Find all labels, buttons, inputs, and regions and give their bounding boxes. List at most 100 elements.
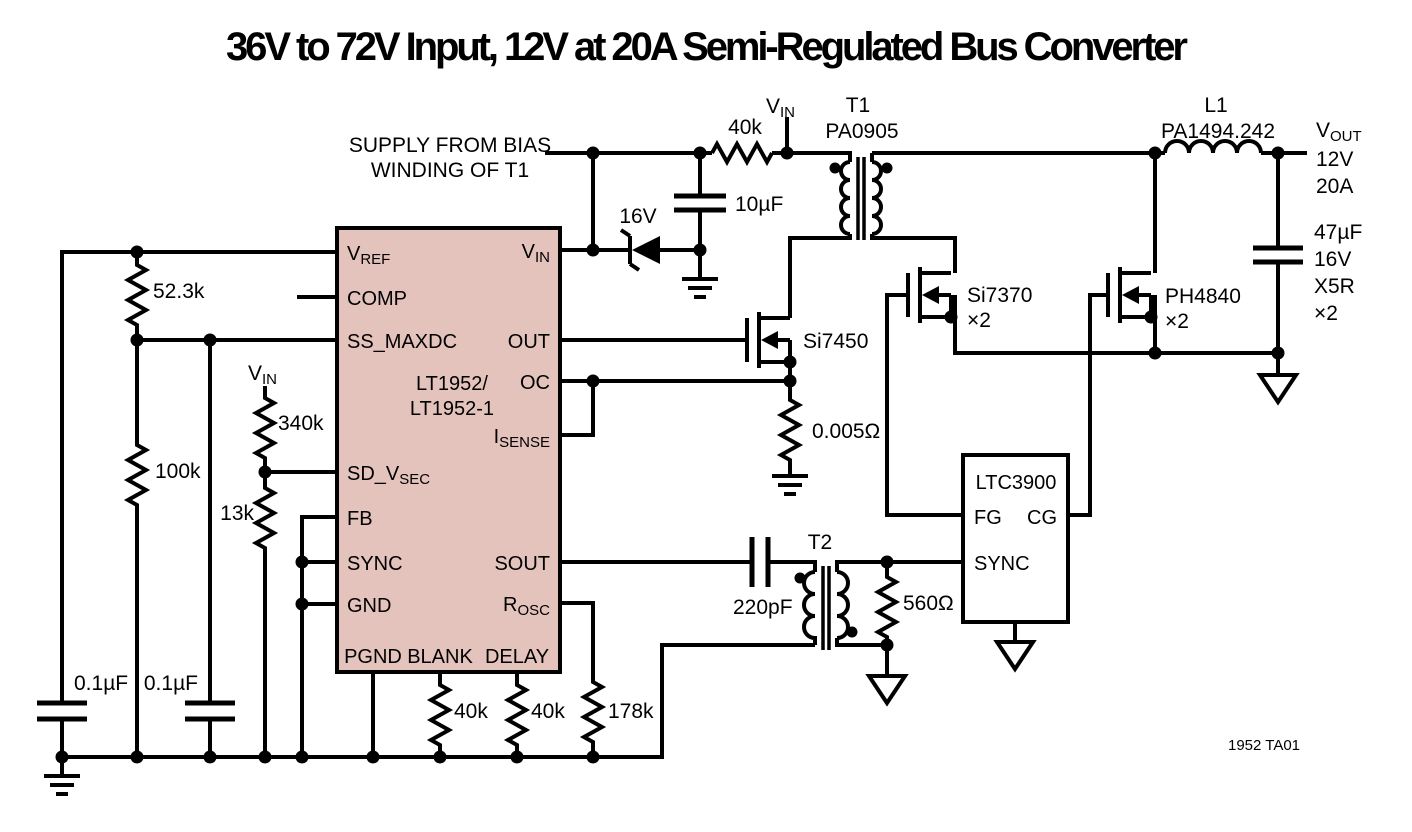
ground-triangle-icon: [867, 674, 907, 705]
vout-main: V: [1316, 119, 1330, 142]
bias-supply-note: SUPPLY FROM BIAS WINDING OF T1: [349, 134, 551, 182]
vout-labels: VOUT 12V 20A: [1316, 119, 1362, 198]
t1-primary-phase-dot: [829, 162, 841, 174]
sync-transformer-t2: 220pF T2 560Ω: [560, 531, 954, 705]
forward-rectifier-si7370: Si7370 ×2: [906, 265, 1278, 355]
resistor-0005-sense: [776, 362, 804, 474]
capacitor-10uf-icon: [674, 193, 726, 213]
capacitor-01uf-vref-label: 0.1µF: [74, 672, 128, 695]
resistor-52k3-label: 52.3k: [153, 280, 205, 303]
vout-sub: OUT: [1330, 128, 1362, 145]
ic-body: [335, 226, 562, 674]
mosfet-si7450-icon: [745, 310, 799, 371]
page-title: 36V to 72V Input, 12V at 20A Semi-Regula…: [226, 25, 1188, 69]
ground-earth-icon: [680, 277, 720, 299]
ic-part-line1: LT1952/: [416, 373, 488, 395]
mosfet-ph4840-label: PH4840: [1165, 285, 1241, 308]
wire-sout: [560, 560, 817, 572]
pin-sd-main: SD_V: [347, 463, 400, 485]
pin-out-label: OUT: [508, 331, 550, 353]
wire-fg-gate: [885, 293, 963, 517]
l1-part-label: PA1494.242: [1161, 120, 1275, 143]
zener-16v: 16V: [560, 205, 700, 272]
t1-part-label: PA0905: [825, 120, 898, 143]
pin-isense-sub: SENSE: [499, 434, 550, 451]
t1-ref-label: T1: [846, 94, 871, 117]
resistor-560: [873, 562, 901, 676]
wire-t1-primary-bottom: [788, 234, 852, 318]
main-ic-lt1952: VREF COMP SS_MAXDC SD_VSEC FB SYNC GND V…: [335, 226, 562, 674]
pin-gnd-label: GND: [347, 595, 391, 617]
resistor-40k-bias-label: 40k: [728, 116, 762, 139]
mosfet-si7450-label: Si7450: [803, 330, 868, 353]
catch-rectifier-ph4840: PH4840 ×2: [1106, 153, 1241, 353]
wire-cg-gate: [1068, 293, 1108, 517]
ic-part-line2: LT1952-1: [410, 398, 494, 420]
bias-note-line1: SUPPLY FROM BIAS: [349, 134, 551, 157]
pin-rosc-sub: OSC: [517, 602, 550, 619]
resistor-40k-blank-label: 40k: [454, 700, 488, 723]
pin-rosc-label: ROSC: [503, 594, 550, 619]
resistor-40k-blank: [426, 672, 454, 757]
zener-anode-icon: [632, 236, 660, 264]
wire-t2-secondary: [835, 560, 887, 647]
pin-sd-vsec-label: SD_VSEC: [347, 463, 430, 488]
cout-value-label: 47µF: [1314, 221, 1362, 244]
vin-left-main: V: [248, 362, 262, 385]
resistor-40k-bias: [710, 139, 774, 167]
resistor-178k: [560, 601, 607, 757]
wires-top-bias: [545, 117, 852, 299]
resistor-13k-label: 13k: [220, 502, 254, 525]
mosfet-si7370-label: Si7370: [967, 284, 1032, 307]
pin-vref-label: VREF: [347, 243, 390, 268]
pin-blank-label: BLANK: [407, 646, 473, 668]
cout-voltage-label: 16V: [1314, 248, 1351, 271]
vin-top-label: VIN: [766, 95, 795, 121]
wire-to-t1-primary: [772, 151, 852, 162]
t1-secondary-winding-icon: [871, 160, 883, 236]
pin-ss-maxdc-label: SS_MAXDC: [347, 331, 457, 353]
mosfet-si7370-icon: [906, 265, 960, 326]
pin-pgnd-label: PGND: [344, 646, 402, 668]
pin-fb-label: FB: [347, 508, 373, 530]
resistor-560-label: 560Ω: [903, 592, 954, 615]
bias-note-line2: WINDING OF T1: [371, 159, 529, 182]
l1-inductor: L1 PA1494.242: [1161, 94, 1307, 155]
zener-16v-label: 16V: [619, 205, 656, 228]
wire-secondary-source-rail: [953, 295, 1278, 355]
capacitor-220pf-label: 220pF: [733, 596, 793, 619]
ground-triangle-icon: [1258, 373, 1298, 404]
figure-code: 1952 TA01: [1228, 737, 1300, 754]
pin-sync-label: SYNC: [347, 553, 403, 575]
pin-rosc-main: R: [503, 594, 517, 616]
t2-ref-label: T2: [808, 531, 833, 554]
pin-oc-label: OC: [520, 372, 550, 394]
junction-dots: [55, 146, 1285, 764]
mosfet-ph4840-icon: [1106, 265, 1160, 326]
pin-vin-sub: IN: [535, 249, 550, 266]
t2-primary-winding-icon: [802, 570, 817, 645]
capacitor-01uf-ss-icon: [185, 700, 235, 722]
zener-cathode-icon: [619, 228, 641, 272]
vout-voltage-label: 12V: [1316, 148, 1353, 171]
wire-t1-secondary-bottom: [870, 234, 957, 273]
ground-earth-icon: [770, 474, 810, 496]
resistors-340k-13k: [251, 386, 279, 757]
vin-left-label: VIN: [248, 362, 277, 388]
pin-vref-sub: REF: [360, 251, 390, 268]
vin-top-sub: IN: [780, 104, 795, 121]
bottom-rail: 40k 40k 178k: [42, 601, 815, 796]
t2-secondary-phase-dot: [846, 626, 858, 638]
capacitor-220pf-icon: [749, 537, 771, 587]
t2-secondary-winding-icon: [836, 570, 850, 640]
pin-sout-label: SOUT: [494, 553, 550, 575]
capacitor-47uf-icon: [1253, 245, 1303, 265]
vout-current-label: 20A: [1316, 175, 1353, 198]
resistor-100k: [123, 338, 337, 757]
ltc3900-body: [961, 453, 1070, 624]
left-network: 52.3k 100k VIN 340k 13k 0.1µF 0.1µF: [37, 250, 337, 757]
sync-rectifier-ic-ltc3900: LTC3900 FG CG SYNC: [885, 293, 1108, 671]
ground-earth-icon: [42, 774, 82, 796]
vin-top-main: V: [766, 95, 780, 118]
